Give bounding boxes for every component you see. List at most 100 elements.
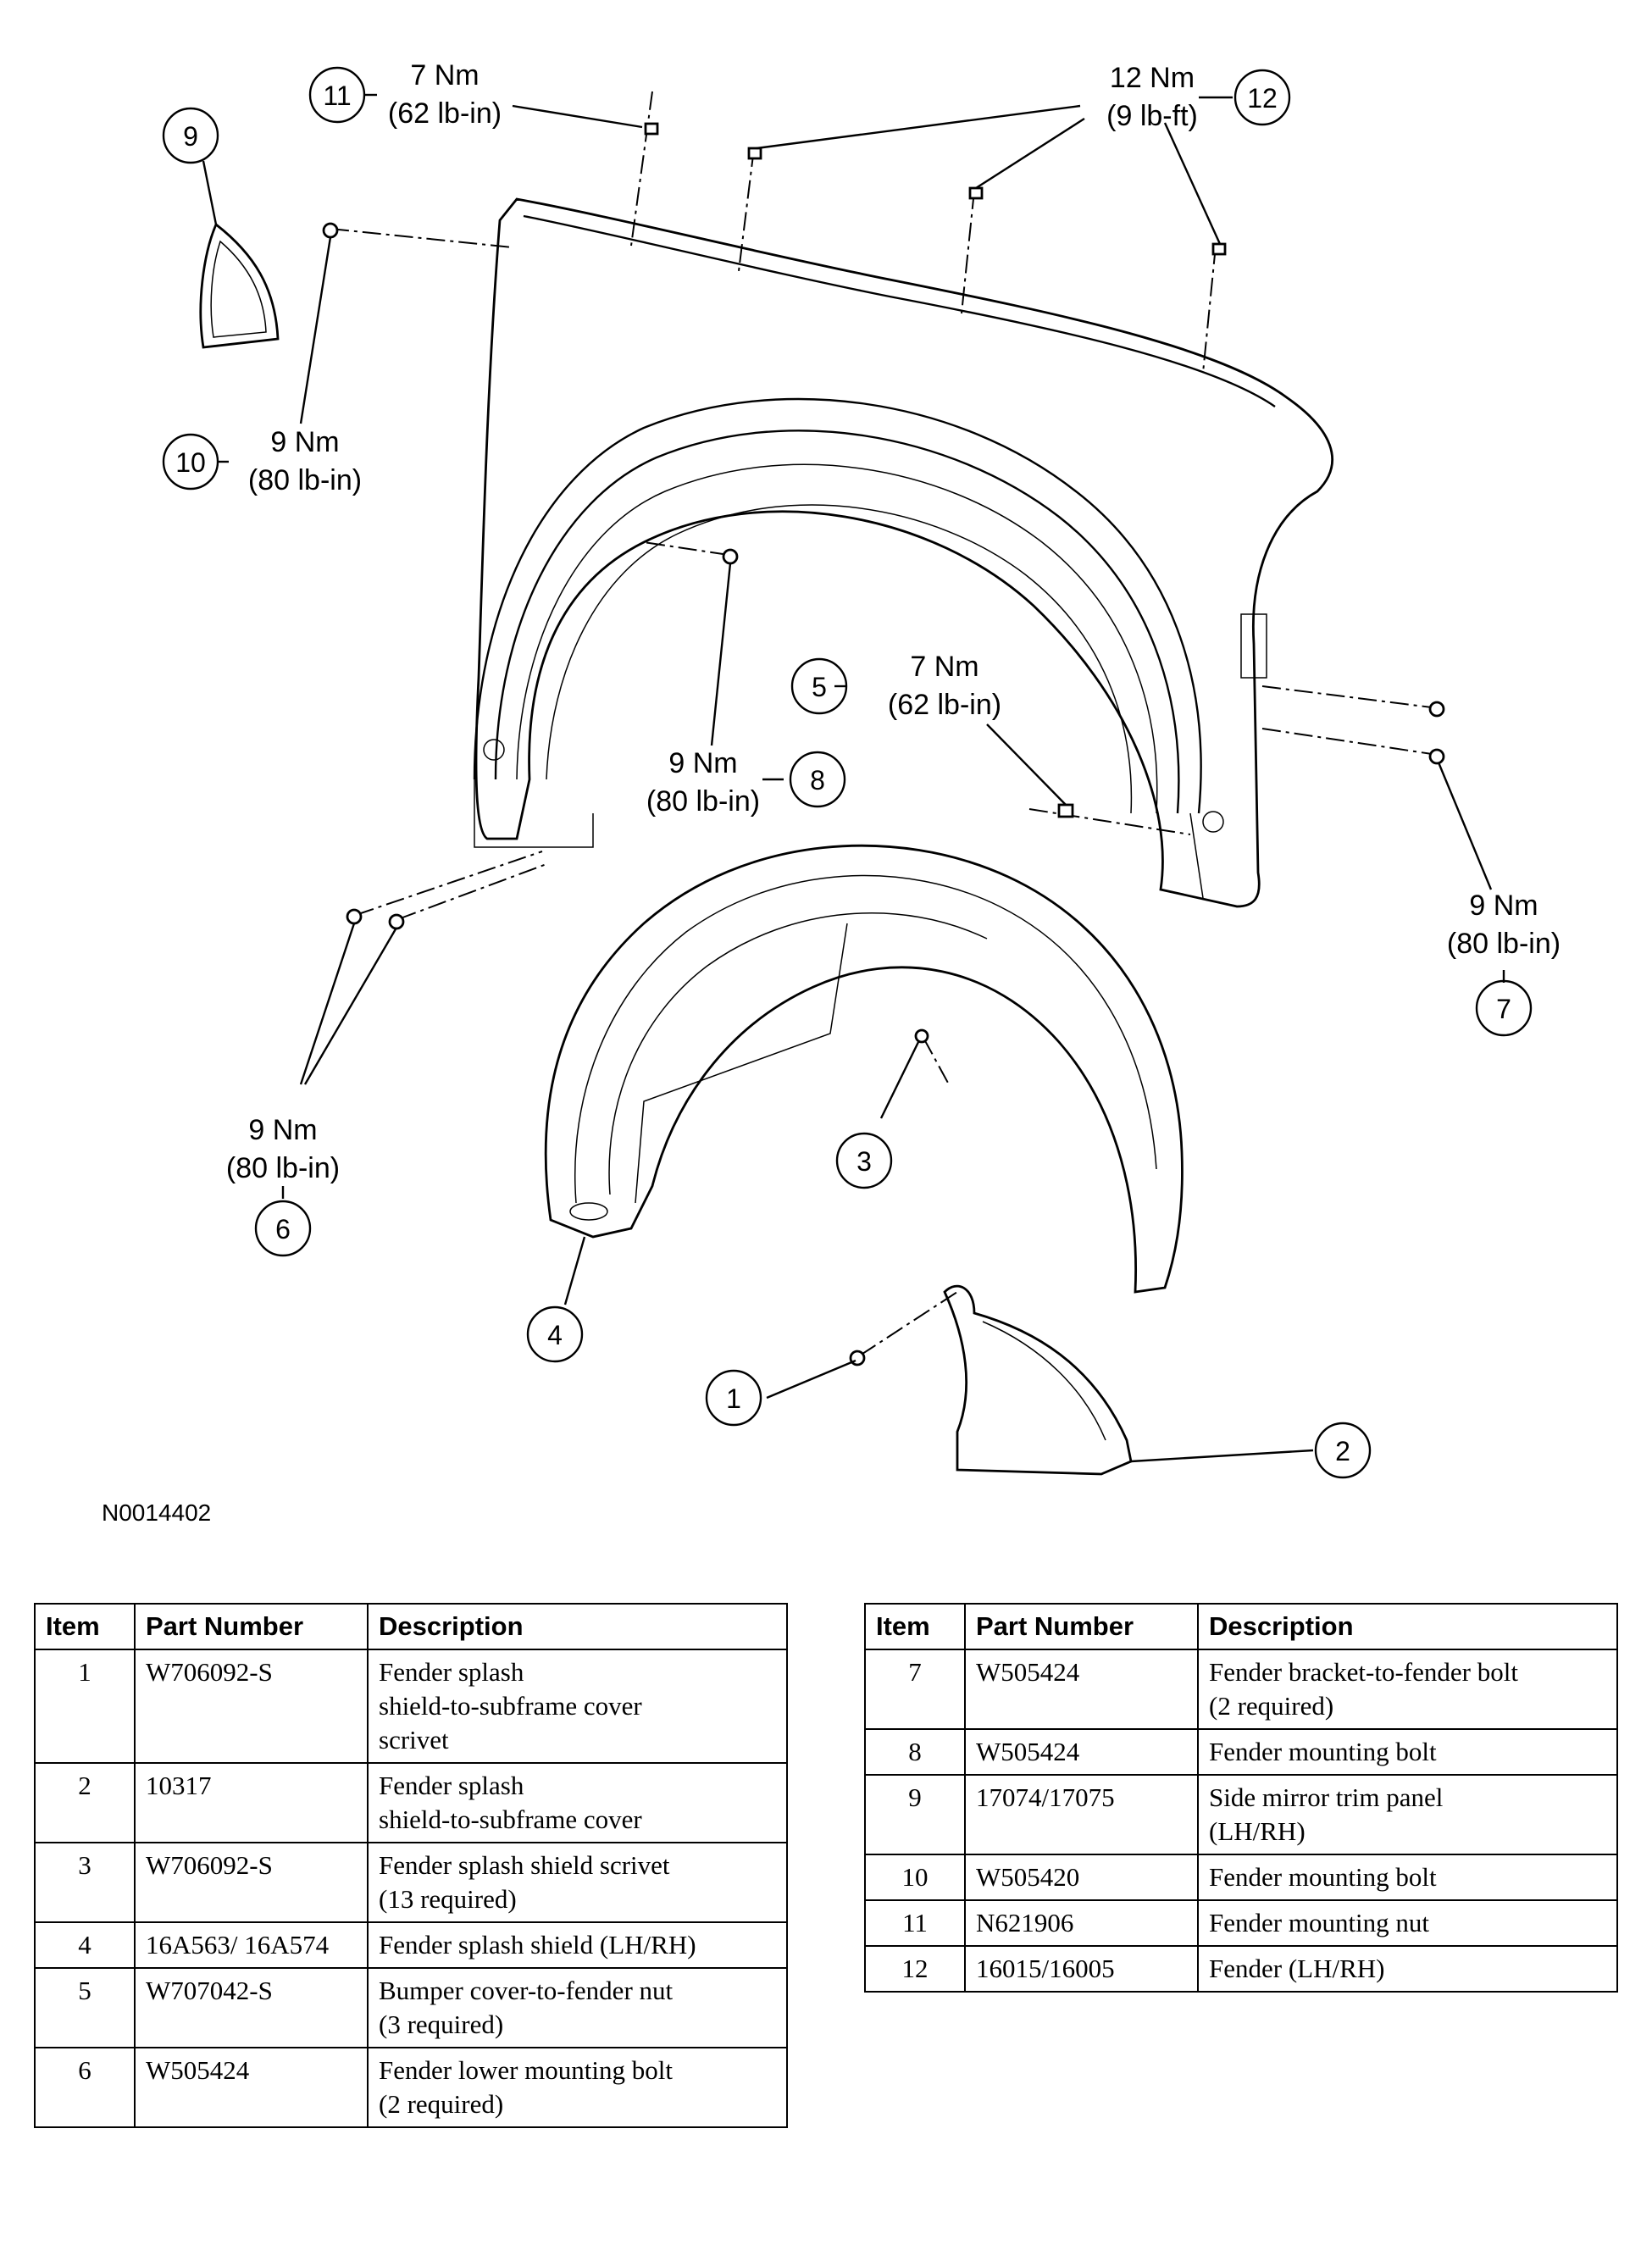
item-cell: 9 [864,1774,966,1855]
part-number-cell: W706092-S [134,1649,369,1764]
header-item: Item [864,1603,966,1650]
description-line: Fender splash shield (LH/RH) [379,1930,696,1960]
item-cell: 1 [34,1649,136,1764]
part-number-cell: N621906 [964,1899,1199,1947]
item-cell: 12 [864,1945,966,1993]
fastener-heads [322,122,1445,1366]
part-number-cell: W505424 [964,1649,1199,1730]
torque-5: 7 Nm [910,651,978,683]
description-line: Fender mounting nut [1209,1908,1430,1937]
description-line: Side mirror trim panel [1209,1782,1444,1812]
callout-9: 9 [162,107,219,164]
torque-12: 12 Nm [1110,62,1195,94]
header-item: Item [34,1603,136,1650]
description-cell: Fender splash shield scrivet (13 required… [367,1842,788,1923]
description-line: (13 required) [379,1884,517,1914]
description-line: scrivet [379,1725,449,1754]
svg-text:4: 4 [547,1320,563,1350]
fender-part [473,197,1333,908]
description-line: Fender mounting bolt [1209,1862,1437,1892]
item-cell: 11 [864,1899,966,1947]
item-cell: 4 [34,1921,136,1969]
exploded-parts-diagram: 1 2 3 4 5 7 Nm (62 lb-in) 6 9 Nm (80 lb-… [102,59,1561,1526]
callout-6: 6 9 Nm (80 lb-in) [226,1114,340,1257]
part-number-cell: 17074/17075 [964,1774,1199,1855]
leader-lines [202,93,1505,1463]
callout-2: 2 [1314,1422,1372,1479]
callout-3: 3 [835,1132,893,1189]
description-line: Fender mounting bolt [1209,1737,1437,1766]
description-line: (2 required) [1209,1691,1334,1721]
description-cell: Fender splash shield (LH/RH) [367,1921,788,1969]
svg-text:1: 1 [726,1383,741,1414]
item-cell: 7 [864,1649,966,1730]
description-cell: Fender mounting bolt [1197,1728,1618,1776]
splash-shield-subframe-cover-part [943,1284,1133,1476]
description-line: Fender splash shield scrivet [379,1850,670,1880]
description-line: (2 required) [379,2089,504,2119]
callout-4: 4 [526,1305,584,1363]
header-description: Description [1197,1603,1618,1650]
callout-10: 10 9 Nm (80 lb-in) [162,426,362,496]
svg-text:6: 6 [275,1214,291,1244]
description-cell: Fender splash shield-to-subframe cover scr… [367,1649,788,1764]
description-cell: Bumper cover-to-fender nut(3 required) [367,1967,788,2048]
svg-text:8: 8 [810,765,825,795]
item-cell: 8 [864,1728,966,1776]
torque-alt-7: (80 lb-in) [1447,928,1561,960]
callout-12: 12 12 Nm (9 lb-ft) [1106,62,1291,132]
svg-text:11: 11 [323,80,351,111]
callout-8: 8 9 Nm (80 lb-in) [646,747,846,818]
callout-1: 1 [705,1369,762,1427]
torque-7: 9 Nm [1469,890,1538,922]
item-cell: 5 [34,1967,136,2048]
torque-alt-10: (80 lb-in) [248,464,362,496]
callout-11: 11 7 Nm (62 lb-in) [308,59,502,130]
description-line: Fender (LH/RH) [1209,1954,1385,1983]
callout-5: 5 7 Nm (62 lb-in) [790,651,1001,721]
torque-6: 9 Nm [248,1114,317,1146]
svg-text:12: 12 [1247,83,1278,114]
description-line: shield-to-subframe cover [379,1804,642,1834]
description-line: Fender splash [379,1657,524,1687]
table-header-row: Item Part Number Description [864,1603,1618,1650]
description-line: Fender splash [379,1771,524,1800]
side-mirror-trim-panel-part [199,222,280,349]
part-number-cell: W707042-S [134,1967,369,2048]
description-line: shield-to-subframe cover [379,1691,642,1721]
torque-alt-6: (80 lb-in) [226,1152,340,1184]
svg-text:2: 2 [1335,1436,1350,1466]
part-number-cell: 10317 [134,1762,369,1843]
header-description: Description [367,1603,788,1650]
part-number-cell: W706092-S [134,1842,369,1923]
part-number-cell: W505424 [964,1728,1199,1776]
description-cell: Fender bracket-to-fender bolt(2 required… [1197,1649,1618,1730]
description-cell: Fender mounting bolt [1197,1854,1618,1901]
torque-8: 9 Nm [668,747,737,779]
header-part-number: Part Number [964,1603,1199,1650]
description-line: Bumper cover-to-fender nut [379,1976,674,2005]
description-cell: Side mirror trim panel(LH/RH) [1197,1774,1618,1855]
part-number-cell: W505424 [134,2047,369,2128]
description-line: Fender lower mounting bolt [379,2055,673,2085]
fender-splash-shield-part [544,844,1184,1294]
description-cell: Fender splash shield-to-subframe cover [367,1762,788,1843]
fastener-lines [330,91,1433,1356]
svg-text:5: 5 [812,672,827,702]
part-number-cell: 16015/16005 [964,1945,1199,1993]
figure-code: N0014402 [102,1499,211,1526]
torque-alt-8: (80 lb-in) [646,785,760,818]
